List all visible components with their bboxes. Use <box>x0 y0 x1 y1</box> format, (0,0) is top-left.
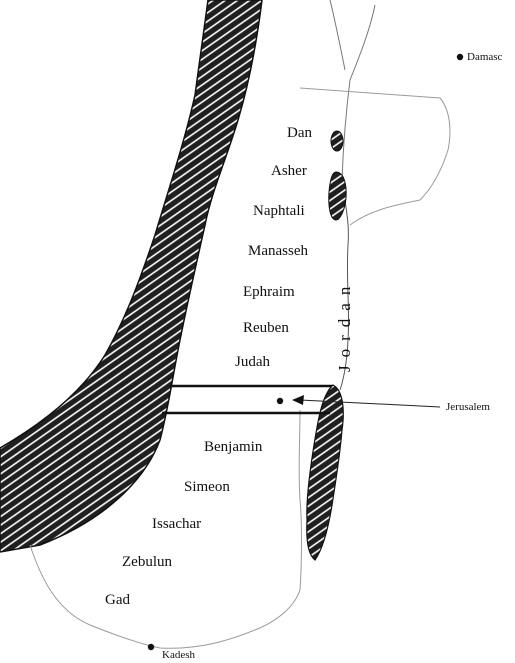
tribe-label-gad: Gad <box>105 592 130 608</box>
kadesh-dot <box>147 643 155 651</box>
east-boundary <box>299 87 451 226</box>
city-label-jerusalem: Jerusalem <box>446 401 490 413</box>
tribe-label-simeon: Simeon <box>184 479 230 495</box>
river-label-jordan: Jordan <box>335 278 354 372</box>
tribe-label-dan: Dan <box>287 125 312 141</box>
tribe-label-manasseh: Manasseh <box>248 243 308 259</box>
sea-of-galilee <box>328 171 347 221</box>
lake-hula <box>330 130 344 152</box>
southern-boundary <box>29 544 301 649</box>
jerusalem-arrowhead <box>292 395 304 405</box>
sea-hatched-strip <box>0 0 263 553</box>
jordan-river <box>339 179 350 391</box>
jerusalem-dot <box>276 397 284 405</box>
river-headwaters <box>329 0 376 181</box>
eastern-boundary-south <box>298 409 302 591</box>
coastline <box>179 0 263 341</box>
jerusalem-arrow <box>299 399 441 408</box>
tribe-label-judah: Judah <box>235 354 270 370</box>
tribe-label-naphtali: Naphtali <box>253 203 305 219</box>
tribe-label-asher: Asher <box>271 163 307 179</box>
tribe-label-reuben: Reuben <box>243 320 289 336</box>
tribe-label-ephraim: Ephraim <box>243 284 295 300</box>
tribe-label-issachar: Issachar <box>152 516 202 532</box>
tribe-label-benjamin: Benjamin <box>204 439 263 455</box>
city-label-kadesh: Kadesh <box>162 649 195 661</box>
damascus-dot <box>456 53 464 61</box>
tribe-label-zebulun: Zebulun <box>122 554 172 570</box>
dead-sea <box>306 384 344 561</box>
city-label-damascus: Damasc <box>467 51 503 63</box>
